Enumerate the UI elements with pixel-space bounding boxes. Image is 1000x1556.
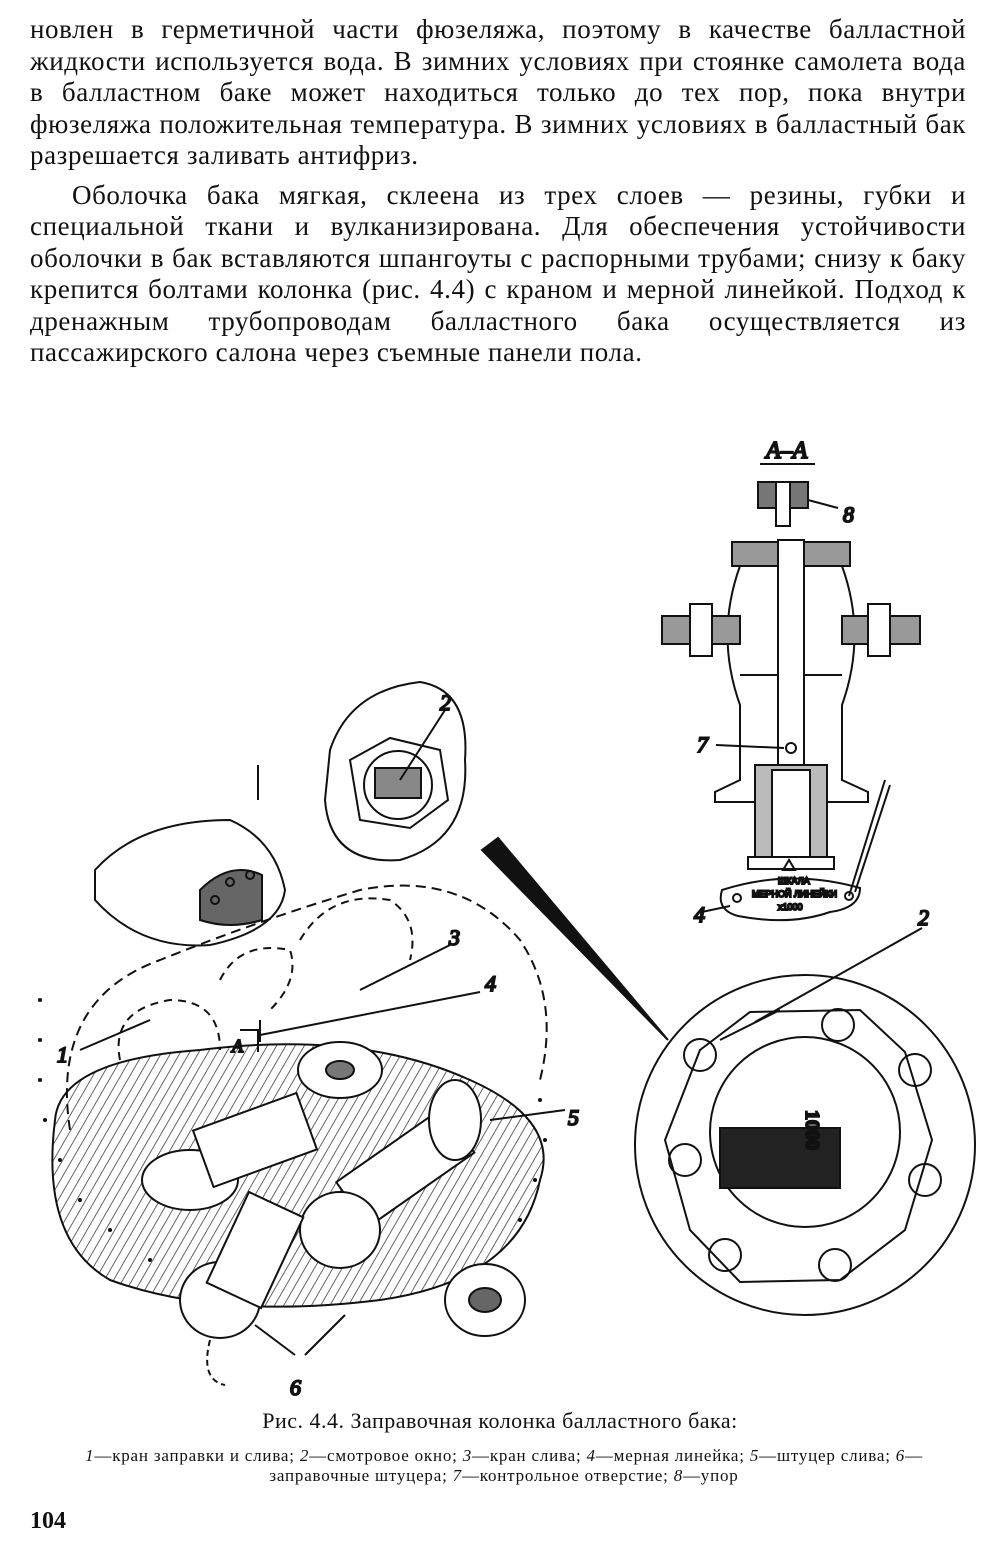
callout-1: 1 [57,1042,68,1067]
figure-drawing: А–А [38,437,976,1401]
fuel-column-assembly [51,884,566,1386]
figure-legend: 1—кран заправки и слива; 2—смотровое окн… [44,1446,964,1486]
figure-caption-title: Рис. 4.4. Заправочная колонка балластног… [262,1408,738,1433]
legend-item-6: 6—заправочные штуцера; [269,1446,923,1485]
legend-item-2: 2—смотровое окно; [299,1446,463,1465]
section-label: А–А [764,438,808,464]
callout-section-a: А [231,1036,244,1056]
detail-pointer [480,836,669,1041]
window-reading: 1000 [801,1110,823,1150]
callout-7: 7 [697,732,709,757]
scale-plate-line2: МЕРНОЙ ЛИНЕЙКИ [752,888,837,899]
scale-plate-line1: ШКАЛА [778,876,810,886]
legend-item-4: 4—мерная линейка; [586,1446,750,1465]
callout-3: 3 [448,925,460,950]
callout-4-section: 4 [694,902,705,927]
callout-4: 4 [485,971,496,996]
legend-item-7: 7—контрольное отверстие; [452,1466,674,1485]
paragraph-1: новлен в герметичной части фюзеляжа, поэ… [30,14,966,170]
paragraph-2: Оболочка бака мягкая, склеена из трех сл… [30,179,966,368]
callout-5: 5 [568,1105,579,1130]
viewing-window-round [634,927,976,1316]
viewing-window-detail [323,680,467,862]
legend-item-5: 5—штуцер слива; [749,1446,896,1465]
legend-item-8: 8—упор [673,1466,739,1485]
page-number: 104 [30,1508,66,1534]
callout-6: 6 [290,1375,301,1400]
tank-shell-fragment [94,765,287,947]
callout-8: 8 [843,502,854,527]
legend-item-3: 3—кран слива; [462,1446,587,1465]
callout-2-window: 2 [918,905,929,930]
figure-4-4: А–А [0,420,1000,1420]
callout-2-top: 2 [440,690,451,715]
legend-item-1: 1—кран заправки и слива; [85,1446,300,1465]
scale-plate-line3: x1000 [778,902,803,912]
body-text: новлен в герметичной части фюзеляжа, поэ… [30,14,966,369]
section-view: А–А [661,437,921,922]
